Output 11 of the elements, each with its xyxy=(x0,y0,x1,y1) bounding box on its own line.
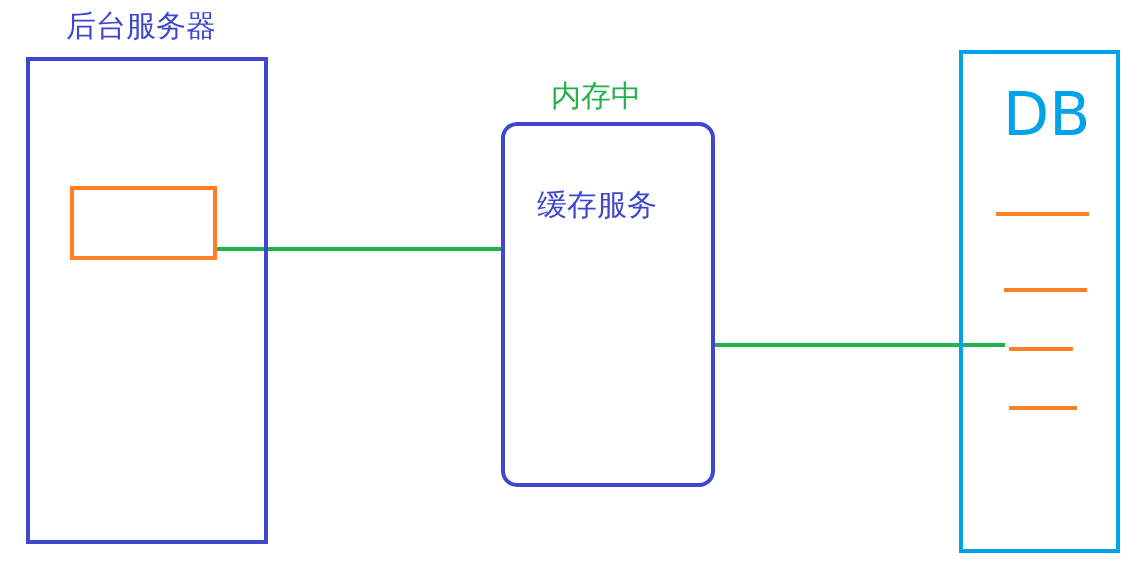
component-box xyxy=(70,186,217,260)
label: DB xyxy=(1003,84,1091,144)
record-bar xyxy=(996,212,1089,216)
heading: 后台服务器 xyxy=(66,11,216,41)
connector-line xyxy=(715,343,1005,347)
record-bar xyxy=(1009,406,1077,410)
record-bar xyxy=(1004,288,1087,292)
database-box xyxy=(959,50,1120,553)
heading: 内存中 xyxy=(551,81,641,111)
record-bar xyxy=(1009,347,1073,351)
label: 缓存服务 xyxy=(537,190,657,220)
